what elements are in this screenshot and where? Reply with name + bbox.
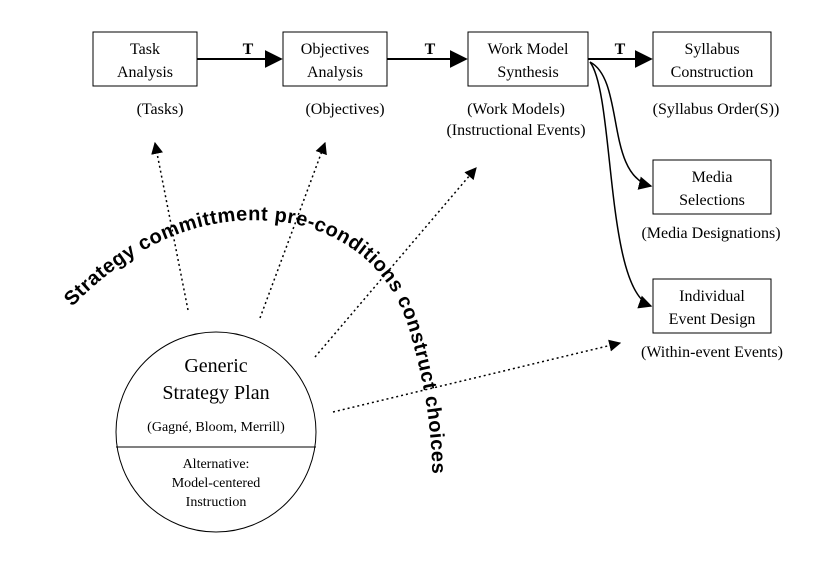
work-models-output-label: (Work Models) xyxy=(467,101,565,118)
work-model-to-media-arrow xyxy=(589,61,653,190)
tasks-output-label: (Tasks) xyxy=(137,101,184,118)
objectives-analysis-line-1: Objectives xyxy=(301,41,369,58)
task-analysis-box: Task Analysis xyxy=(92,31,198,87)
objectives-analysis-line-2: Analysis xyxy=(307,64,363,81)
individual-event-design-box: Individual Event Design xyxy=(652,278,772,334)
task-analysis-line-1: Task xyxy=(130,41,160,58)
work-model-line-2: Synthesis xyxy=(497,64,558,81)
plan-alternative-line-1: Alternative: xyxy=(183,457,250,472)
plan-to-tasks-dotted-arrow xyxy=(151,141,189,311)
media-designations-output-label: (Media Designations) xyxy=(641,225,780,242)
plan-sources: (Gagné, Bloom, Merrill) xyxy=(147,420,285,435)
plan-to-work-model-dotted-arrow xyxy=(314,167,477,358)
transition-label-1: T xyxy=(243,41,254,58)
objectives-output-label: (Objectives) xyxy=(305,101,384,118)
media-line-2: Selections xyxy=(679,192,745,209)
media-line-1: Media xyxy=(692,169,733,186)
task-analysis-line-2: Analysis xyxy=(117,64,173,81)
syllabus-construction-box: Syllabus Construction xyxy=(652,31,772,87)
plan-to-objectives-dotted-arrow xyxy=(259,141,327,319)
syllabus-order-output-label: (Syllabus Order(S)) xyxy=(653,101,780,118)
within-event-events-output-label: (Within-event Events) xyxy=(641,344,783,361)
syllabus-line-2: Construction xyxy=(671,64,754,81)
transition-label-3: T xyxy=(615,41,626,58)
plan-title-line-2: Strategy Plan xyxy=(162,382,269,404)
event-design-line-2: Event Design xyxy=(669,311,756,328)
plan-to-event-design-dotted-arrow xyxy=(332,339,622,413)
plan-alternative-line-2: Model-centered xyxy=(172,476,261,491)
generic-strategy-plan: Generic Strategy Plan (Gagné, Bloom, Mer… xyxy=(115,331,317,533)
work-model-line-1: Work Model xyxy=(488,41,569,58)
objectives-analysis-box: Objectives Analysis xyxy=(282,31,388,87)
work-model-synthesis-box: Work Model Synthesis xyxy=(467,31,589,87)
event-design-line-1: Individual xyxy=(679,288,745,305)
transition-label-2: T xyxy=(425,41,436,58)
plan-alternative-line-3: Instruction xyxy=(186,495,247,510)
plan-title-line-1: Generic xyxy=(184,355,247,377)
work-model-to-event-design-arrow xyxy=(589,61,653,309)
syllabus-line-1: Syllabus xyxy=(684,41,739,58)
media-selections-box: Media Selections xyxy=(652,159,772,215)
instructional-events-output-label: (Instructional Events) xyxy=(446,122,585,139)
